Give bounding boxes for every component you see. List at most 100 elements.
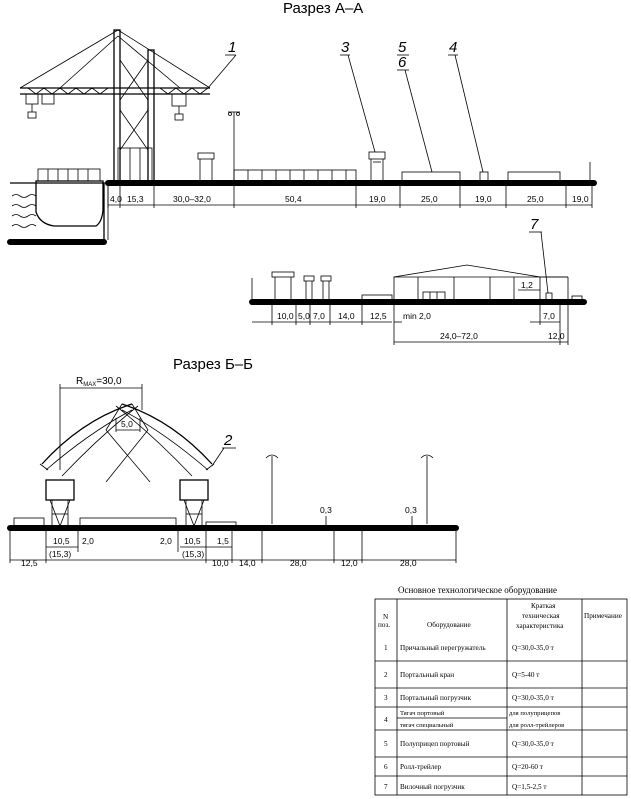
dim-bb-7: (15,3) [182, 549, 204, 559]
row-5-n: 5 [384, 740, 388, 748]
table-row: 2 Портальный кран Q=5-40 т [384, 671, 540, 679]
semitrailer [401, 171, 461, 182]
header-equipment: Оборудование [427, 621, 471, 629]
header-spec-1: Краткая [531, 602, 556, 610]
position-label-3: 3 [341, 39, 350, 56]
row-1-n: 1 [384, 644, 388, 652]
dim-bb-12: 12,0 [341, 558, 358, 568]
section-bb: Разрез Б–Б RMAX=30,0 5,0 [7, 356, 459, 568]
position-label-5: 5 [398, 39, 407, 56]
section-bb-title: Разрез Б–Б [173, 356, 253, 373]
dim-bb-level-1: 0,3 [320, 505, 332, 515]
header-note: Примечание [584, 612, 622, 620]
straddle-carrier-c [303, 275, 332, 300]
row-2-spec: Q=5-40 т [512, 671, 540, 679]
dim-aa2-2: 5,0 [298, 311, 310, 321]
dim-bb-2: 10,5 [53, 536, 70, 546]
position-label-4: 4 [449, 39, 457, 56]
dim-bb-6: 10,5 [184, 536, 201, 546]
row-4-spec: для полуприцепов [509, 710, 560, 717]
cargo-left [13, 517, 45, 527]
dim-aa-7: 19,0 [475, 194, 492, 204]
platform-marks [284, 516, 424, 527]
position-leader-2 [211, 447, 225, 467]
dim-bb-8: 1,5 [217, 536, 229, 546]
dim-aa-9: 19,0 [572, 194, 589, 204]
container-stack [233, 169, 357, 182]
header-spec-2: техническая [522, 612, 560, 620]
table-row: 5 Полуприцеп портовый Q=30,0-35,0 т [384, 740, 555, 748]
terminal-tractor [479, 171, 489, 182]
header-n: N [383, 613, 389, 621]
dim-aa2-6: min 2,0 [403, 311, 431, 321]
header-spec-3: характеристика [516, 622, 564, 630]
quay-crane [19, 29, 211, 183]
row-5-spec: Q=30,0-35,0 т [512, 740, 555, 748]
position-leader-7 [540, 231, 549, 294]
straddle-carrier-b [271, 271, 295, 300]
dim-bb-10: 14,0 [239, 558, 256, 568]
dim-aa-1: 4,0 [110, 194, 122, 204]
dim-bb-4: 2,0 [82, 536, 94, 546]
row-6-equipment: Ролл-трейлер [400, 763, 442, 771]
quay-wall [7, 182, 109, 245]
lamp-post-b1 [265, 454, 279, 524]
radius-r: R [76, 376, 83, 387]
dim-bb-level-2: 0,3 [405, 505, 417, 515]
dim-aa-8: 25,0 [527, 194, 544, 204]
straddle-carrier-3 [368, 151, 386, 180]
straddle-carrier-a [197, 152, 215, 180]
radius-annotation: RMAX=30,0 5,0 [59, 376, 143, 470]
row-4-equipment: Тягач портовый [400, 710, 445, 717]
table-row: 6 Ролл-трейлер Q=20-60 т [384, 763, 544, 771]
dim-aa2-1: 10,0 [277, 311, 294, 321]
dimension-chain-aa2 [252, 302, 569, 345]
row-7-n: 7 [384, 783, 388, 791]
water-waves [11, 194, 37, 228]
position-label-6: 6 [398, 54, 407, 71]
row-3-equipment: Портальный погрузчик [400, 694, 472, 702]
dim-aa-4: 50,4 [285, 194, 302, 204]
section-aa-warehouse: 1,2 7 10,0 5,0 7,0 14,0 12,5 min 2,0 24,… [249, 216, 587, 345]
dim-aa-3: 30,0–32,0 [173, 194, 211, 204]
row-2-equipment: Портальный кран [400, 671, 454, 679]
row-1-spec: Q=30,0-35,0 т [512, 644, 555, 652]
cargo-center [79, 517, 177, 527]
dim-aa2-3: 7,0 [313, 311, 325, 321]
row-4-equipment-2: тягач специальный [400, 722, 454, 729]
dim-aa-2: 15,3 [127, 194, 144, 204]
row-4-spec-2: для ролл-трейлеров [509, 722, 564, 729]
section-aa-title: Разрез А–А [283, 0, 363, 17]
cargo-block [361, 294, 393, 301]
dim-aa2-7: 24,0–72,0 [440, 331, 478, 341]
dim-bb-3: (15,3) [49, 549, 71, 559]
table-row: 1 Причальный перегружатель Q=30,0-35,0 т [384, 644, 555, 652]
dim-aa2-5: 12,5 [370, 311, 387, 321]
row-7-spec: Q=1,5-2,5 т [512, 783, 547, 791]
table-row: 7 Вилочный погрузчик Q=1,5-2,5 т [384, 783, 547, 791]
portal-crane-left [39, 403, 149, 527]
ship [35, 168, 104, 227]
row-3-spec: Q=30,0-35,0 т [512, 694, 555, 702]
row-4-n: 4 [384, 716, 388, 724]
position-label-2: 2 [223, 432, 233, 449]
row-2-n: 2 [384, 671, 388, 679]
header-pos: поз. [378, 621, 390, 629]
equipment-table: Основное технологическое оборудование N … [374, 585, 628, 796]
radius-label: RMAX=30,0 [76, 376, 122, 388]
roll-trailer [507, 171, 561, 182]
dim-bb-5: 2,0 [160, 536, 172, 546]
portal-crane-right [105, 403, 215, 527]
lamp-post-b2 [420, 454, 434, 524]
row-7-equipment: Вилочный погрузчик [400, 783, 465, 791]
dim-bb-1: 12,5 [21, 558, 38, 568]
dim-aa2-9: 12,0 [548, 331, 565, 341]
lamp-post [228, 111, 240, 180]
dim-aa2-8: 7,0 [543, 311, 555, 321]
row-1-equipment: Причальный перегружатель [400, 644, 486, 652]
dim-aa-6: 25,0 [421, 194, 438, 204]
radius-sub: MAX [83, 382, 96, 388]
dimension-chain-bb [9, 528, 457, 563]
row-3-n: 3 [384, 694, 388, 702]
